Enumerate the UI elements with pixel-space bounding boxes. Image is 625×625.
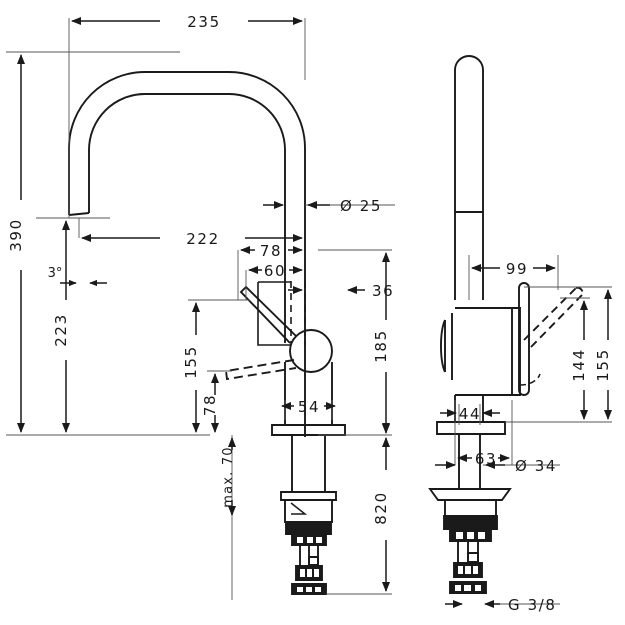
side-body-left-outline — [440, 319, 446, 373]
dim-label-44: 44 — [459, 405, 481, 423]
clamp-bracket-slots — [297, 537, 322, 543]
side-lever-handle-up — [518, 282, 530, 396]
lever-handle-down — [224, 359, 297, 381]
dim-label-g38: G 3/8 — [508, 596, 557, 614]
dim-label-235: 235 — [187, 13, 220, 31]
side-mounting-washer — [428, 488, 512, 501]
mounting-body — [284, 499, 333, 523]
shank — [291, 435, 326, 492]
spout-outer-profile — [68, 71, 306, 437]
side-supply-connector-slots — [458, 566, 478, 574]
side-view — [428, 55, 584, 594]
supply-stem-collar — [308, 556, 319, 566]
dim-label-63: 63 — [475, 450, 497, 468]
cartridge-seat-line2 — [257, 282, 291, 346]
side-supply-end-cap-slots — [455, 585, 481, 591]
spout-tip-face — [68, 212, 90, 216]
drawing-geometry — [68, 55, 584, 595]
side-body-block — [455, 307, 521, 396]
side-lever-handle-swung — [523, 286, 584, 348]
internal-cartridge-hidden — [290, 281, 306, 345]
dim-label-54: 54 — [298, 398, 320, 416]
dimension-labels: 235 390 223 222 3° Ø 25 78 60 36 185 155… — [7, 13, 612, 614]
mounting-nut — [285, 521, 332, 535]
dimension-lines — [6, 18, 612, 605]
dim-label-max-70: max. 70 — [221, 446, 236, 508]
dim-label-36: 36 — [372, 282, 394, 300]
front-view — [68, 71, 346, 595]
dim-label-78-horizontal: 78 — [260, 242, 282, 260]
side-base-plate — [436, 421, 506, 435]
dim-label-d34: Ø 34 — [515, 457, 557, 475]
supply-end-cap-slots — [297, 587, 321, 592]
dim-label-222: 222 — [186, 230, 219, 248]
side-supply-collar — [467, 552, 479, 563]
dim-label-3deg: 3° — [48, 266, 63, 281]
base-plate — [271, 424, 346, 436]
dim-label-78-vertical: 78 — [201, 394, 219, 416]
lever-handle-up — [239, 285, 297, 344]
dim-label-155-front: 155 — [182, 345, 200, 378]
side-clamp-slots — [456, 532, 485, 539]
handle-pivot-hub — [289, 329, 333, 373]
mounting-chamfer-mark — [290, 502, 308, 515]
mounting-washer — [280, 491, 337, 501]
dim-label-60: 60 — [264, 262, 286, 280]
dim-label-820: 820 — [372, 491, 390, 524]
side-body-left-flank — [444, 313, 453, 380]
side-handle-arc-hint — [519, 373, 541, 386]
side-mounting-nut — [443, 515, 498, 530]
dimension-arrows — [17, 17, 612, 608]
supply-connector-slots — [300, 569, 319, 577]
side-mounting-body — [444, 499, 497, 517]
dim-label-d25: Ø 25 — [340, 197, 382, 215]
dim-label-144: 144 — [570, 348, 588, 381]
dim-label-155-side: 155 — [594, 348, 612, 381]
dim-label-185: 185 — [372, 329, 390, 362]
dim-label-223: 223 — [52, 313, 70, 346]
spout-inner-profile — [88, 93, 286, 281]
dim-label-99: 99 — [506, 260, 528, 278]
dim-label-390: 390 — [7, 218, 25, 251]
side-spout-column — [454, 55, 484, 300]
